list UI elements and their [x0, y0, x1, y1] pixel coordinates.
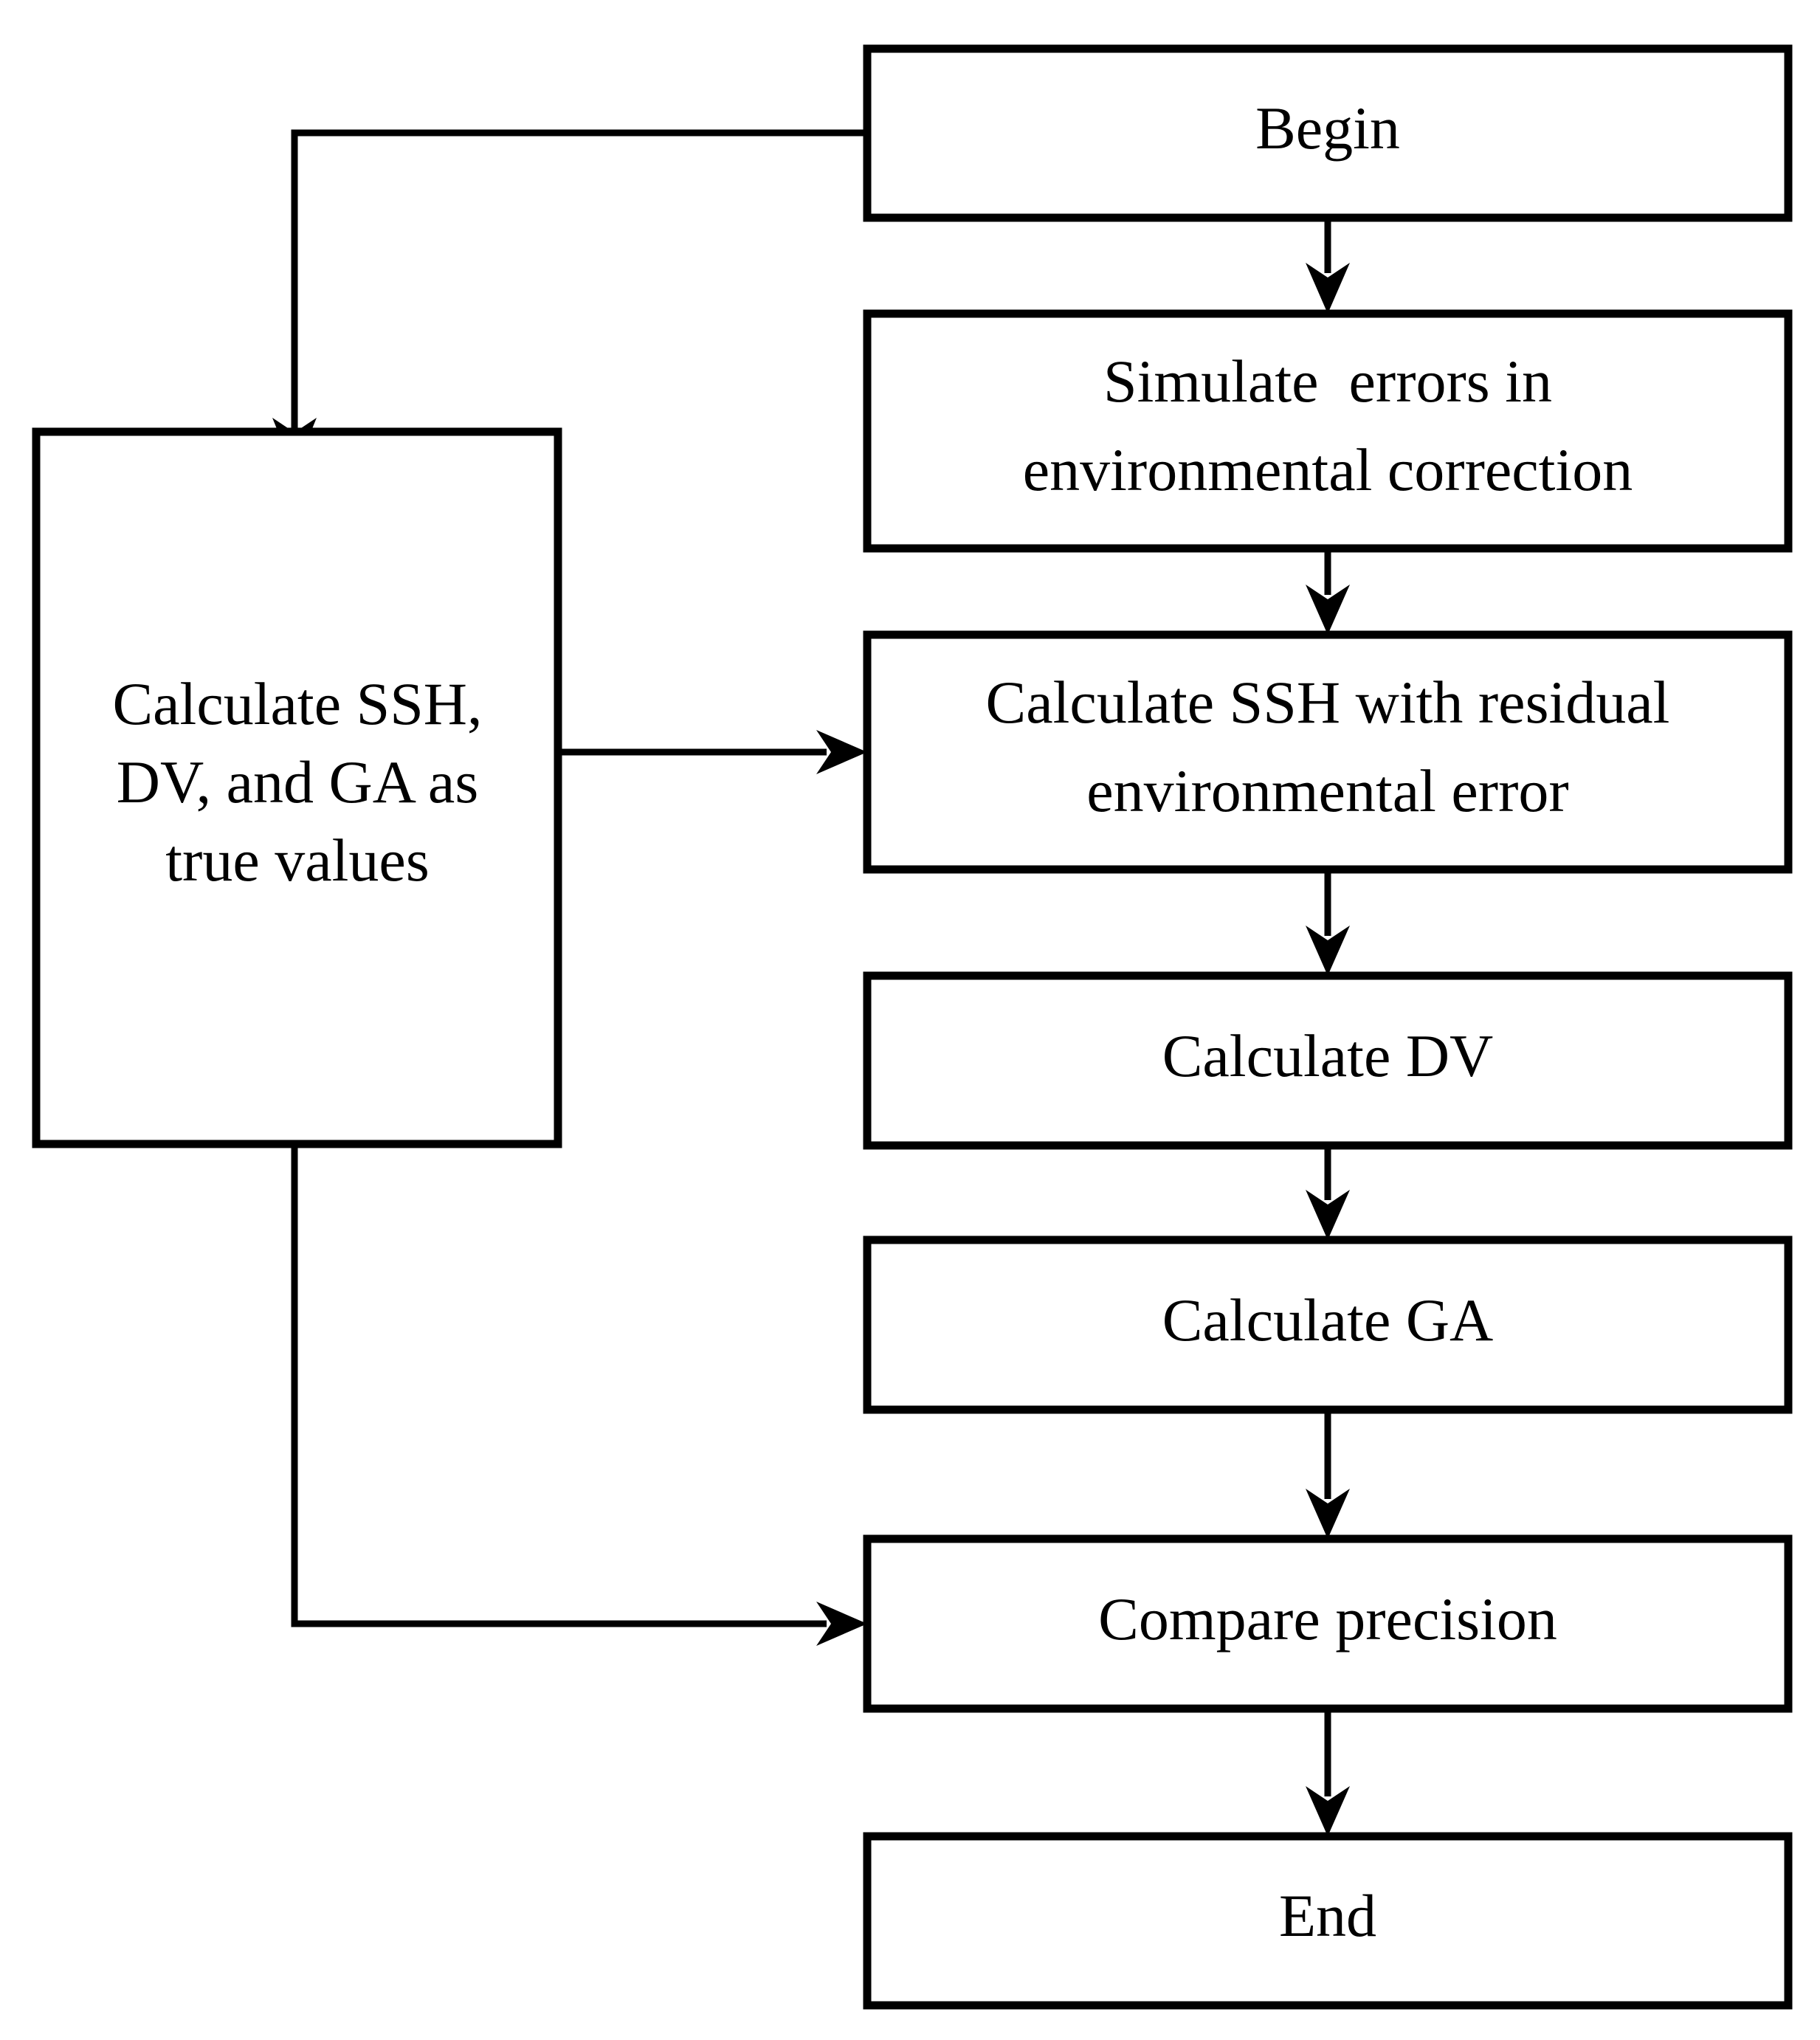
- arrowhead-down-icon: [1306, 926, 1350, 976]
- node-calculate-ga-shape[interactable]: [863, 1236, 1793, 1414]
- arrowhead-right-icon: [816, 1602, 867, 1646]
- node-compare-precision-label: Compare precision: [1098, 1585, 1557, 1653]
- edge-ssh-residual-to-dv: [1306, 869, 1350, 976]
- edge-ga-to-compare: [1306, 1410, 1350, 1539]
- edge-simulate-to-ssh-residual: [1306, 548, 1350, 635]
- node-calculate-dv[interactable]: Calculate DV: [863, 971, 1793, 1150]
- node-begin-shape[interactable]: [863, 44, 1793, 222]
- node-calculate-ssh-residual-shape[interactable]: [863, 630, 1793, 874]
- arrowhead-down-icon: [1306, 1190, 1350, 1240]
- node-calculate-ga[interactable]: Calculate GA: [863, 1236, 1793, 1414]
- node-calculate-true-values-label-line2: DV, and GA as: [117, 748, 478, 816]
- node-end-shape[interactable]: [863, 1832, 1793, 2010]
- node-end[interactable]: End: [863, 1832, 1793, 2010]
- arrowhead-right-icon: [816, 730, 867, 774]
- edge-true-values-to-compare: [291, 1144, 867, 1646]
- edge-begin-to-true-values: [272, 129, 867, 472]
- node-simulate-errors-label-line2: environmental correction: [1023, 436, 1633, 503]
- node-calculate-true-values[interactable]: Calculate SSH, DV, and GA as true values: [32, 427, 562, 1148]
- edge-true-values-to-ssh-residual: [558, 730, 867, 774]
- edge-begin-to-simulate: [1306, 218, 1350, 314]
- node-calculate-ssh-residual-label-line2: environmental error: [1086, 757, 1568, 824]
- edge-path: [291, 1144, 827, 1627]
- node-begin-label: Begin: [1255, 94, 1400, 162]
- node-compare-precision[interactable]: Compare precision: [863, 1534, 1793, 1713]
- arrowhead-down-icon: [1306, 263, 1350, 314]
- arrowhead-down-icon: [1306, 1786, 1350, 1836]
- node-calculate-ssh-residual[interactable]: Calculate SSH with residual environmenta…: [863, 630, 1793, 874]
- node-simulate-errors-shape[interactable]: [863, 309, 1793, 553]
- node-calculate-ga-label: Calculate GA: [1162, 1286, 1494, 1354]
- edge-path: [291, 129, 867, 428]
- node-simulate-errors-label-line1: Simulate errors in: [1103, 348, 1552, 415]
- edge-compare-to-end: [1306, 1709, 1350, 1836]
- node-calculate-true-values-shape[interactable]: [32, 427, 562, 1148]
- node-begin[interactable]: Begin: [863, 44, 1793, 222]
- edge-dv-to-ga: [1306, 1145, 1350, 1240]
- node-calculate-true-values-label-line3: true values: [165, 827, 429, 894]
- node-end-label: End: [1279, 1882, 1376, 1949]
- node-compare-precision-shape[interactable]: [863, 1534, 1793, 1713]
- node-calculate-dv-shape[interactable]: [863, 971, 1793, 1150]
- arrowhead-down-icon: [1306, 1489, 1350, 1539]
- node-calculate-ssh-residual-label-line1: Calculate SSH with residual: [986, 669, 1670, 736]
- node-calculate-dv-label: Calculate DV: [1162, 1022, 1494, 1089]
- node-calculate-true-values-label-line1: Calculate SSH,: [112, 670, 482, 737]
- arrowhead-down-icon: [1306, 585, 1350, 635]
- node-simulate-errors[interactable]: Simulate errors in environmental correct…: [863, 309, 1793, 553]
